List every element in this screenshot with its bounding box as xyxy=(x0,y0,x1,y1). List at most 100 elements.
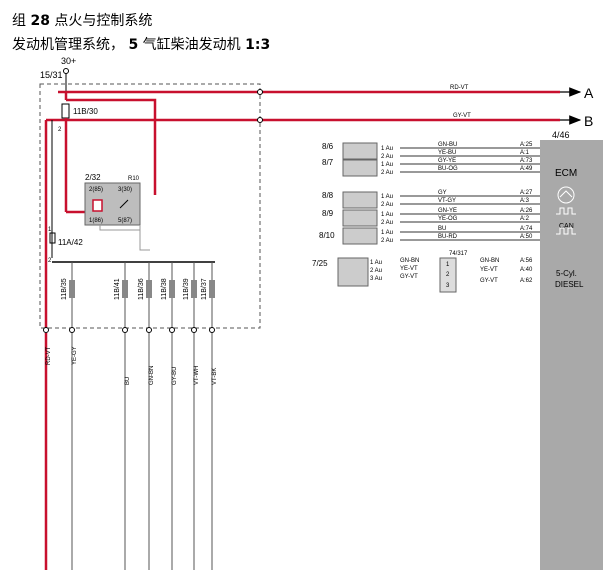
svg-text:1 Au: 1 Au xyxy=(381,194,393,200)
connector-8-7: 8/7 1 Au 2 Au GY-YE BU-OG A:73 A:49 xyxy=(322,158,540,177)
ecm-module xyxy=(540,140,603,570)
svg-text:GY-VT: GY-VT xyxy=(480,278,498,284)
fuse-3-label: 11B/36 xyxy=(138,278,145,300)
svg-text:7/25: 7/25 xyxy=(312,259,328,268)
relay-coil xyxy=(92,199,103,212)
fuse-6: 11B/37 xyxy=(201,262,215,330)
svg-text:GN-YE: GN-YE xyxy=(438,208,457,214)
ecm-diesel-b: DIESEL xyxy=(555,280,584,289)
title-line-2: 发动机管理系统， 5 气缸柴油发动机 1:3 xyxy=(12,37,271,53)
svg-text:YE-VT: YE-VT xyxy=(400,266,418,272)
svg-text:A:40: A:40 xyxy=(520,267,533,273)
svg-text:GN-BN: GN-BN xyxy=(400,258,419,264)
connector-8-9: 8/9 1 Au 2 Au GN-YE YE-OG A:26 A:2 xyxy=(322,208,540,227)
relay-body xyxy=(84,182,141,226)
svg-text:YE-VT: YE-VT xyxy=(480,267,498,273)
relay-id: 2/32 xyxy=(85,173,101,182)
svg-text:2 Au: 2 Au xyxy=(381,220,393,226)
svg-text:A:2: A:2 xyxy=(520,216,530,222)
svg-text:BU: BU xyxy=(438,226,446,232)
svg-text:1 Au: 1 Au xyxy=(381,230,393,236)
fusebox-pin1: 1 xyxy=(48,227,52,233)
can-label: CAN xyxy=(559,223,574,230)
supply-30-node xyxy=(63,68,69,74)
relay-pin-86: 1(86) xyxy=(89,218,103,224)
title-line-1: 组 28 点火与控制系统 xyxy=(12,13,153,29)
fuse-3: 11B/36 xyxy=(138,262,152,330)
svg-text:2 Au: 2 Au xyxy=(370,268,382,274)
fusebox-id: 11A/42 xyxy=(58,238,83,247)
output-b-label: B xyxy=(584,113,593,129)
can-signal-icon xyxy=(556,207,576,215)
svg-text:1: 1 xyxy=(446,262,450,268)
fusebox-fuse xyxy=(49,232,56,244)
fusebox-pin2: 2 xyxy=(48,258,52,264)
svg-text:2 Au: 2 Au xyxy=(381,202,393,208)
sensor-7-25: 7/25 74/317 1 Au 2 Au 3 Au GN-BN YE-VT G… xyxy=(312,251,533,293)
svg-text:74/317: 74/317 xyxy=(449,251,468,257)
vwire-label-1: RD-VT xyxy=(46,346,52,365)
fuse-main xyxy=(61,103,70,119)
ecm-label: ECM xyxy=(555,168,577,179)
svg-text:8/6: 8/6 xyxy=(322,142,334,151)
svg-text:BU-OG: BU-OG xyxy=(438,166,458,172)
svg-text:GN-BN: GN-BN xyxy=(480,258,499,264)
fuse-5: 11B/39 xyxy=(183,262,197,330)
svg-text:3: 3 xyxy=(446,283,450,289)
relay-pin-85: 2(85) xyxy=(89,187,103,193)
fuse-5-label: 11B/39 xyxy=(183,278,190,300)
wire-a-label: RD-VT xyxy=(450,85,469,91)
fuse-1-label: 11B/35 xyxy=(61,278,68,300)
svg-text:1 Au: 1 Au xyxy=(381,146,393,152)
output-a-label: A xyxy=(584,85,594,101)
fuse-4: 11B/38 xyxy=(161,262,175,330)
svg-text:VT-GY: VT-GY xyxy=(438,198,456,204)
fuse-6-label: 11B/37 xyxy=(201,278,208,300)
ecm-symbol-icon xyxy=(557,186,575,204)
svg-text:1 Au: 1 Au xyxy=(381,212,393,218)
ecm-symbol-mark xyxy=(559,190,573,198)
fuse-group: 11B/35 11B/41 11B/36 11B/38 11B/39 11B/3… xyxy=(61,262,215,330)
supply-15-31-label: 15/31 xyxy=(40,70,63,80)
svg-text:A:1: A:1 xyxy=(520,150,530,156)
svg-text:2 Au: 2 Au xyxy=(381,170,393,176)
svg-text:A:3: A:3 xyxy=(520,198,530,204)
svg-text:3 Au: 3 Au xyxy=(370,276,382,282)
relay-name: R10 xyxy=(128,176,140,182)
fuse-main-pin: 2 xyxy=(58,127,62,133)
vwire-label-4: GN-BN xyxy=(149,366,155,385)
supply-30-label: 30+ xyxy=(61,56,76,66)
vwire-label-7: VT-BK xyxy=(212,368,218,385)
svg-text:2 Au: 2 Au xyxy=(381,154,393,160)
svg-text:2: 2 xyxy=(446,272,450,278)
svg-text:A:74: A:74 xyxy=(520,226,533,232)
svg-text:8/8: 8/8 xyxy=(322,191,334,200)
svg-text:BU-RD: BU-RD xyxy=(438,234,458,240)
connector-8-6: 8/6 1 Au 2 Au GN-BU YE-BU A:25 A:1 xyxy=(322,142,540,160)
svg-text:2 Au: 2 Au xyxy=(381,238,393,244)
vwire-label-5: GY-BU xyxy=(172,367,178,385)
svg-text:GN-BU: GN-BU xyxy=(438,142,457,148)
can-signal-icon-2 xyxy=(556,227,576,235)
fuse-2: 11B/41 xyxy=(114,262,128,330)
svg-text:A:62: A:62 xyxy=(520,278,533,284)
relay-pin-30: 3(30) xyxy=(118,187,132,193)
svg-text:YE-BU: YE-BU xyxy=(438,150,456,156)
fuse-2-label: 11B/41 xyxy=(114,278,121,300)
vwire-label-6: VT-WH xyxy=(194,366,200,385)
svg-text:GY-VT: GY-VT xyxy=(400,274,418,280)
svg-text:A:27: A:27 xyxy=(520,190,533,196)
fuse-main-label: 11B/30 xyxy=(73,107,98,116)
svg-text:A:26: A:26 xyxy=(520,208,533,214)
relay-pin-87: 5(87) xyxy=(118,218,132,224)
svg-text:A:25: A:25 xyxy=(520,142,533,148)
fuse-4-label: 11B/38 xyxy=(161,278,168,300)
svg-text:1 Au: 1 Au xyxy=(370,260,382,266)
ecm-diesel-a: 5-Cyl. xyxy=(556,269,577,278)
svg-text:8/7: 8/7 xyxy=(322,158,334,167)
connector-8-8: 8/8 1 Au 2 Au GY VT-GY A:27 A:3 xyxy=(322,190,540,209)
svg-text:1 Au: 1 Au xyxy=(381,162,393,168)
vwire-label-3: BU xyxy=(125,377,131,385)
svg-text:A:50: A:50 xyxy=(520,234,533,240)
